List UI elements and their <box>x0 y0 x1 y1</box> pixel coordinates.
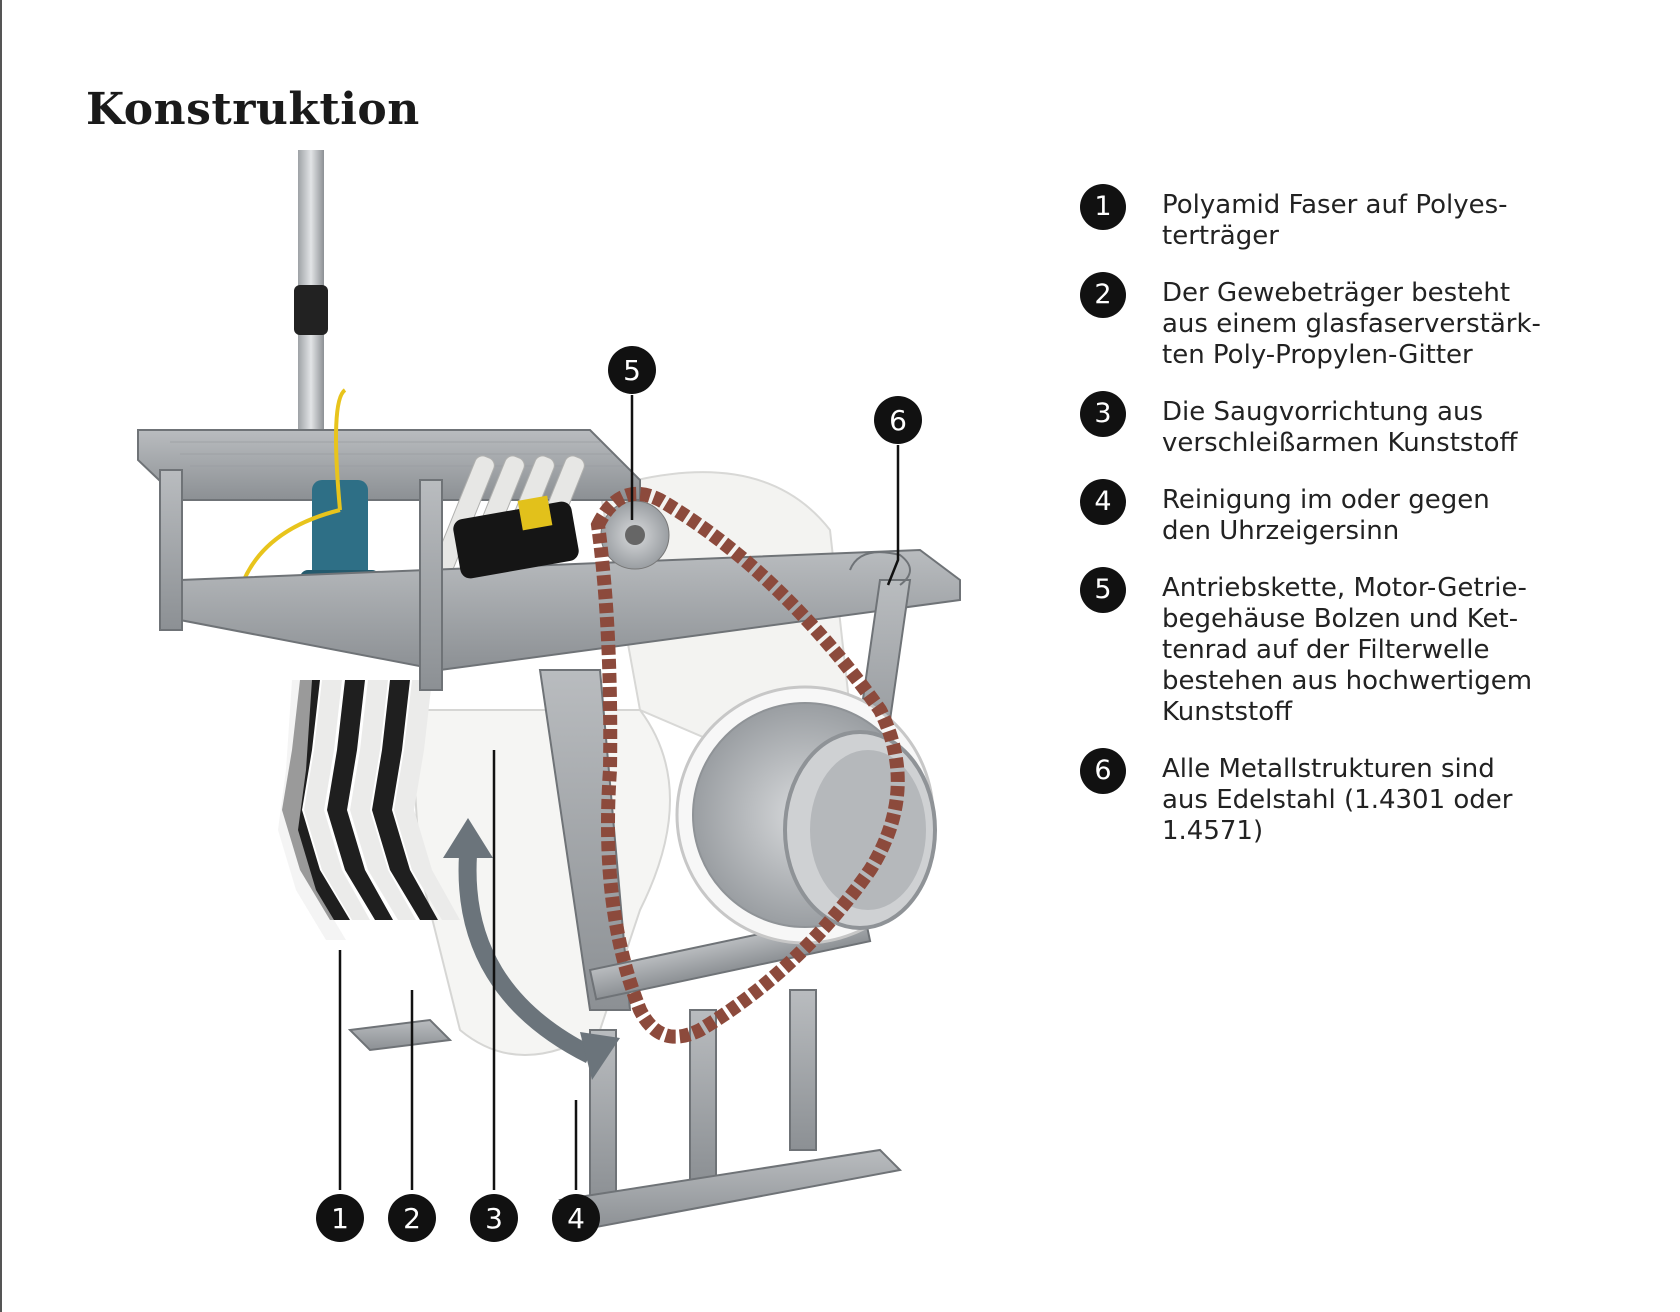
legend-number-badge: 4 <box>1080 479 1126 525</box>
legend-text: Alle Metallstrukturen sind aus Edelstahl… <box>1162 754 1513 846</box>
legend-text: Der Gewebeträger besteht aus einem glasf… <box>1162 278 1541 370</box>
legend-item-1: 1 Polyamid Faser auf Polyes- terträger <box>1080 184 1600 252</box>
legend-number-badge: 2 <box>1080 272 1126 318</box>
legend-number-badge: 1 <box>1080 184 1126 230</box>
pipe-coupling <box>294 285 328 335</box>
suction-pump <box>312 480 368 590</box>
callout-3-label: 3 <box>485 1202 503 1235</box>
legend-text: Polyamid Faser auf Polyes- terträger <box>1162 190 1508 251</box>
filter-unit-illustration: 1 2 3 4 5 6 <box>0 150 1030 1280</box>
callout-5: 5 <box>608 346 656 394</box>
callout-leader-lines <box>338 395 900 1190</box>
filter-panels <box>278 680 460 940</box>
component-legend: 1 Polyamid Faser auf Polyes- terträger 2… <box>1080 184 1600 873</box>
callout-6: 6 <box>874 396 922 444</box>
legend-text: Antriebskette, Motor-Getrie- begehäuse B… <box>1162 573 1533 727</box>
callout-4: 4 <box>552 1194 600 1242</box>
legend-item-3: 3 Die Saugvorrichtung aus verschleißarme… <box>1080 391 1600 459</box>
drive-chain <box>590 486 905 1044</box>
page-title: Konstruktion <box>86 84 420 135</box>
callout-2-label: 2 <box>403 1202 421 1235</box>
callout-5-label: 5 <box>623 354 641 387</box>
legend-number-badge: 5 <box>1080 567 1126 613</box>
legend-item-4: 4 Reinigung im oder gegen den Uhrzeigers… <box>1080 479 1600 547</box>
legend-number-badge: 3 <box>1080 391 1126 437</box>
legend-item-2: 2 Der Gewebeträger besteht aus einem gla… <box>1080 272 1600 371</box>
callout-1: 1 <box>316 1194 364 1242</box>
legend-item-5: 5 Antriebskette, Motor-Getrie- begehäuse… <box>1080 567 1600 728</box>
legend-text: Reinigung im oder gegen den Uhrzeigersin… <box>1162 485 1490 546</box>
legend-text: Die Saugvorrichtung aus verschleißarmen … <box>1162 397 1518 458</box>
page-edge-rule <box>0 0 2 1312</box>
legend-item-6: 6 Alle Metallstrukturen sind aus Edelsta… <box>1080 748 1600 847</box>
callout-6-label: 6 <box>889 404 907 437</box>
legend-number-badge: 6 <box>1080 748 1126 794</box>
callout-1-label: 1 <box>331 1202 349 1235</box>
callout-4-label: 4 <box>567 1202 585 1235</box>
callout-3: 3 <box>470 1194 518 1242</box>
callout-2: 2 <box>388 1194 436 1242</box>
